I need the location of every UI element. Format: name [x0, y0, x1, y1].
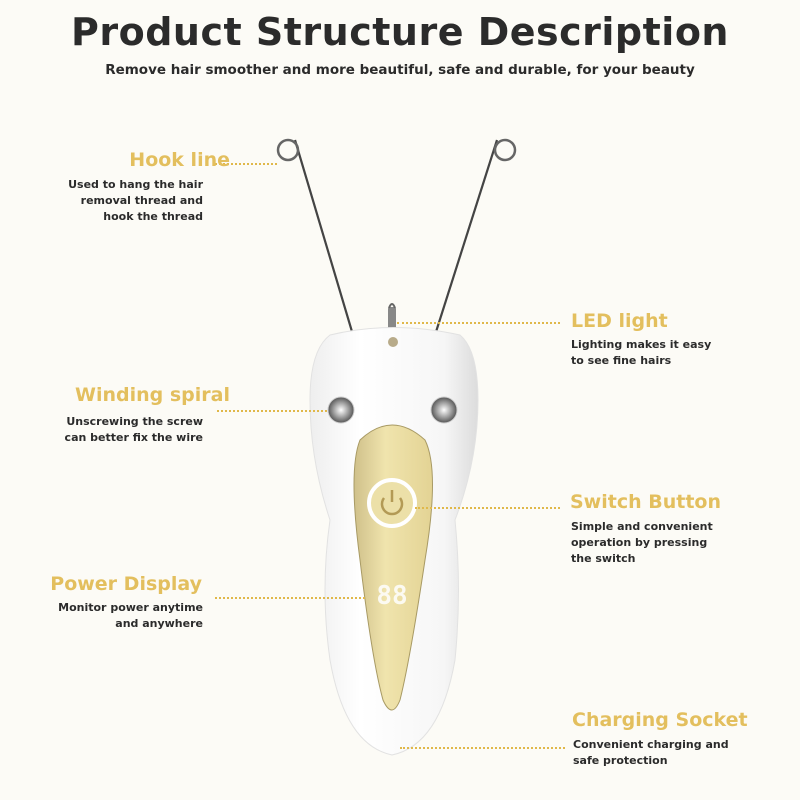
- led-light-dot: [388, 337, 398, 347]
- power-display-digits: 88: [376, 581, 407, 611]
- page-subtitle: Remove hair smoother and more beautiful,…: [105, 62, 695, 78]
- callout-switch-button-title: Switch Button: [570, 491, 721, 513]
- callout-charging-socket-title: Charging Socket: [572, 709, 748, 731]
- page-title: Product Structure Description: [71, 10, 729, 54]
- leader-led-light: [397, 322, 560, 324]
- power-button-ring: [367, 478, 417, 528]
- callout-led-light-title: LED light: [571, 310, 668, 332]
- callout-power-display-title: Power Display: [50, 573, 202, 595]
- winding-spiral-left: [327, 396, 355, 424]
- power-icon: [380, 497, 404, 516]
- hook-wires: [276, 138, 517, 336]
- callout-winding-spiral-title: Winding spiral: [75, 384, 230, 406]
- leader-charging-socket: [400, 747, 565, 749]
- winding-spiral-right: [430, 396, 458, 424]
- leader-winding-spiral: [217, 410, 327, 412]
- leader-switch-button: [415, 507, 560, 509]
- callout-hook-line-title: Hook line: [129, 149, 230, 171]
- leader-hook-line: [215, 163, 277, 165]
- leader-power-display: [215, 597, 365, 599]
